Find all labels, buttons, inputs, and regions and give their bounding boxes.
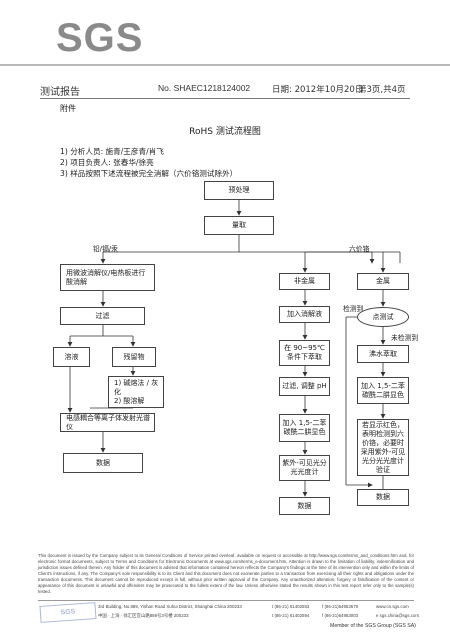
footer-member-note: Member of the SGS Group (SGS SA) bbox=[330, 623, 416, 629]
footer-tel-cn: t (86-21) 61402594 bbox=[272, 613, 310, 618]
meta-analysts: 1) 分析人员: 施青/王彦青/肖飞 bbox=[60, 147, 164, 156]
branch-pb-cd-hg: 铅/镉/汞 bbox=[93, 245, 118, 253]
step-residue: 残留物 bbox=[112, 347, 156, 367]
step-data-mid: 数据 bbox=[279, 497, 330, 515]
label-detected: 检测到 bbox=[343, 305, 364, 313]
branch-cr6: 六价铬 bbox=[349, 245, 370, 253]
step-filtration: 过滤 bbox=[60, 307, 145, 325]
step-dpc-color-left: 加入 1,5-二苯碳酰二肼显色 bbox=[279, 414, 330, 442]
meta-note: 3) 样品按照下述流程被完全消解（六价铬测试除外） bbox=[60, 169, 238, 178]
step-data-left: 数据 bbox=[63, 453, 143, 473]
step-red-color-check: 若显示红色，表明检测到六价铬，必要时采用紫外-可见光分光光度计验证 bbox=[357, 419, 409, 476]
flowchart-title: RoHS 测试流程图 bbox=[189, 127, 261, 137]
report-title: 测试报告 bbox=[40, 87, 80, 98]
step-sampling: 量取 bbox=[204, 216, 274, 235]
footer-divider bbox=[38, 600, 414, 601]
step-metal: 金属 bbox=[357, 273, 409, 290]
step-boiling-water-extraction: 沸水萃取 bbox=[357, 345, 409, 363]
logo-divider bbox=[0, 64, 450, 66]
sgs-logo: SGS bbox=[56, 16, 144, 60]
label-not-detected: 未检测到 bbox=[391, 334, 419, 342]
step-residue-treatment: 1) 碱熔法 / 灰化 2) 酸溶解 bbox=[108, 376, 164, 408]
footer-address-en: 3rd Building, No.889, Yishan Road Xuhui … bbox=[98, 604, 242, 609]
step-icp-oes: 电感耦合等离子体发射光谱仪 bbox=[60, 413, 155, 432]
meta-project-lead: 2) 项目负责人: 张春华/徐亮 bbox=[60, 158, 154, 167]
step-add-digestion-solution: 加入消解液 bbox=[279, 306, 330, 323]
step-pretreatment: 预处理 bbox=[204, 181, 274, 200]
step-data-right: 数据 bbox=[357, 489, 409, 506]
step-spot-test: 点测试 bbox=[357, 307, 409, 327]
footer-website[interactable]: www.cn.sgs.com bbox=[376, 604, 409, 609]
residue-step-fusion: 1) 碱熔法 / 灰化 bbox=[114, 378, 159, 396]
appendix-label: 附件 bbox=[60, 104, 76, 113]
page-number: 第3页,共4页 bbox=[358, 85, 406, 95]
step-acid-digestion: 用微波消解仪/电热板进行酸消解 bbox=[60, 264, 155, 291]
residue-step-acid: 2) 酸溶解 bbox=[114, 396, 145, 405]
footer-address-cn: 中国 · 上海 · 徐汇区宜山路889号3号楼 200233 bbox=[98, 613, 189, 618]
step-filter-ph: 过滤, 调整 pH bbox=[279, 377, 330, 396]
header-divider bbox=[40, 98, 410, 99]
step-heat-extraction: 在 90~95℃条件下萃取 bbox=[279, 340, 330, 366]
step-uv-vis: 紫外-可见光分光光度计 bbox=[279, 455, 330, 481]
step-solution: 溶液 bbox=[53, 347, 90, 367]
footer-fax-cn: f (86-21)64953003 bbox=[322, 613, 359, 618]
step-dpc-color-right: 加入 1,5-二苯碳酰二肼显色 bbox=[357, 377, 409, 404]
step-nonmetal: 非金属 bbox=[279, 273, 330, 290]
legal-disclaimer: This document is issued by the Company s… bbox=[38, 553, 414, 594]
footer-email[interactable]: e sgs.china@sgs.com bbox=[376, 613, 420, 618]
report-date: 日期: 2012年10月20日 bbox=[272, 85, 364, 95]
footer-tel-en: t (86-21) 61402553 bbox=[272, 604, 310, 609]
report-number: No. SHAEC1218124002 bbox=[158, 83, 251, 93]
footer-fax-en: f (86-21)64953679 bbox=[322, 604, 359, 609]
